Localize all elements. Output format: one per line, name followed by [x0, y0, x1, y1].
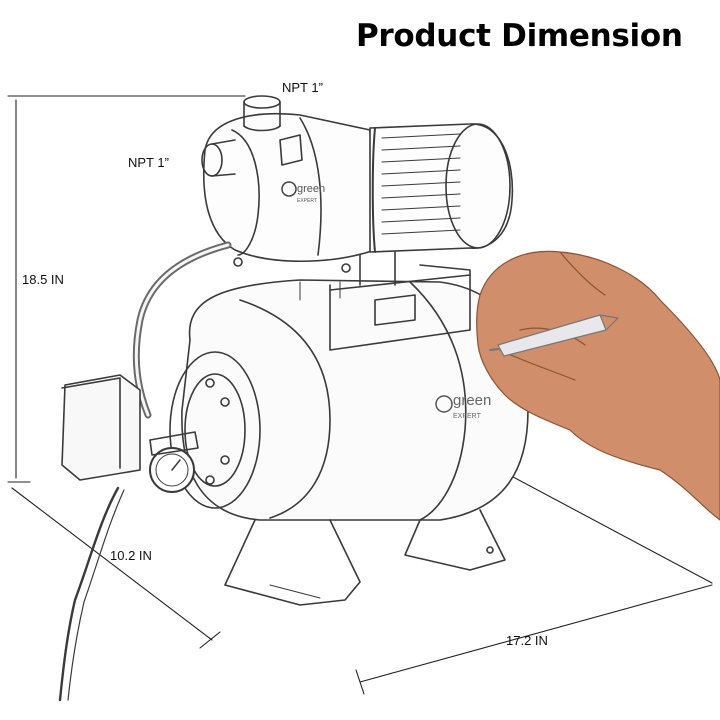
pump-housing — [202, 112, 376, 273]
pressure-switch-box — [61, 374, 141, 481]
top-inlet-fitting — [243, 95, 281, 132]
pressure-gauge — [149, 431, 199, 493]
braided-hose — [132, 241, 232, 419]
side-inlet-fitting — [201, 139, 236, 177]
height-label: 18.5 IN — [22, 272, 64, 287]
page-title: Product Dimension — [356, 18, 683, 54]
power-cable — [58, 486, 120, 702]
width-dimension-line — [355, 469, 713, 695]
depth-dimension-line — [11, 487, 221, 649]
motor-logo: green EXPERT — [281, 181, 325, 204]
pressure-tank — [181, 279, 529, 521]
tank-logo: green EXPERT — [435, 392, 491, 420]
tank-logo-text: green — [453, 392, 491, 409]
side-inlet-label: NPT 1” — [128, 155, 169, 170]
hand-holding-pencil — [476, 250, 720, 521]
tank-flange — [169, 351, 261, 509]
pump-bracket — [329, 239, 471, 351]
motor-logo-sub: EXPERT — [297, 198, 317, 204]
width-label: 17.2 IN — [506, 633, 548, 648]
tank-logo-sub: EXPERT — [453, 413, 482, 420]
top-inlet-label: NPT 1” — [282, 80, 323, 95]
depth-label: 10.2 IN — [110, 548, 152, 563]
electric-motor — [369, 123, 514, 253]
motor-logo-text: green — [297, 183, 325, 195]
pencil — [489, 314, 619, 357]
tank-feet — [224, 509, 506, 606]
height-dimension-line — [7, 95, 246, 483]
